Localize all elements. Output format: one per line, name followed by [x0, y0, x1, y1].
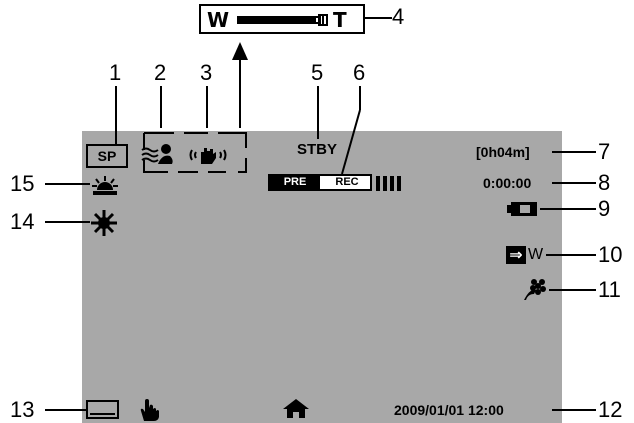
callout-6: 6 — [353, 60, 366, 85]
home-icon — [283, 399, 309, 418]
zoom-track — [237, 16, 321, 24]
callout-12: 12 — [598, 397, 623, 422]
callout-8: 8 — [598, 170, 611, 195]
output-icon: ⇒ — [506, 246, 526, 264]
battery-icon — [507, 202, 537, 216]
flower-icon — [524, 279, 546, 300]
digital-zoom-marker — [318, 14, 328, 26]
rec-level-bar — [397, 176, 401, 191]
pre-rec-indicator: PRE REC — [268, 174, 372, 191]
time-counter: 0:00:00 — [483, 175, 532, 191]
callout-5: 5 — [311, 60, 324, 85]
callout-14: 14 — [10, 209, 35, 234]
backlight-icon — [92, 176, 118, 195]
touch-hand-icon — [140, 399, 159, 421]
rec-level-bar — [376, 176, 380, 191]
rec-label: REC — [335, 176, 359, 188]
callout-10: 10 — [598, 242, 623, 267]
callout-1: 1 — [109, 60, 122, 85]
callout-4: 4 — [392, 4, 405, 29]
callout-2: 2 — [154, 60, 167, 85]
zoom-tele-label: T — [333, 8, 347, 32]
sun-icon — [91, 210, 117, 236]
callout-9: 9 — [598, 196, 611, 221]
remaining-time: [0h04m] — [476, 144, 530, 160]
quality-indicator: SP — [86, 144, 128, 168]
callout-11: 11 — [598, 277, 621, 302]
status-text: STBY — [297, 141, 338, 158]
callout-13: 13 — [10, 397, 35, 422]
zoom-wide-label: W — [207, 8, 230, 32]
callout-15: 15 — [10, 171, 35, 196]
output-label: W — [528, 246, 544, 263]
callout-7: 7 — [598, 139, 611, 164]
zoom-bar: W T — [199, 4, 365, 34]
callout-3: 3 — [200, 60, 213, 85]
date-time: 2009/01/01 12:00 — [394, 402, 504, 418]
rec-level-bar — [383, 176, 387, 191]
zoom-level-fill — [239, 18, 316, 22]
rec-level-bar — [390, 176, 394, 191]
frame-icon — [86, 400, 119, 419]
wind-cut-icon — [141, 144, 173, 164]
stabilizer-icon — [189, 148, 227, 164]
pre-label: PRE — [270, 176, 320, 189]
